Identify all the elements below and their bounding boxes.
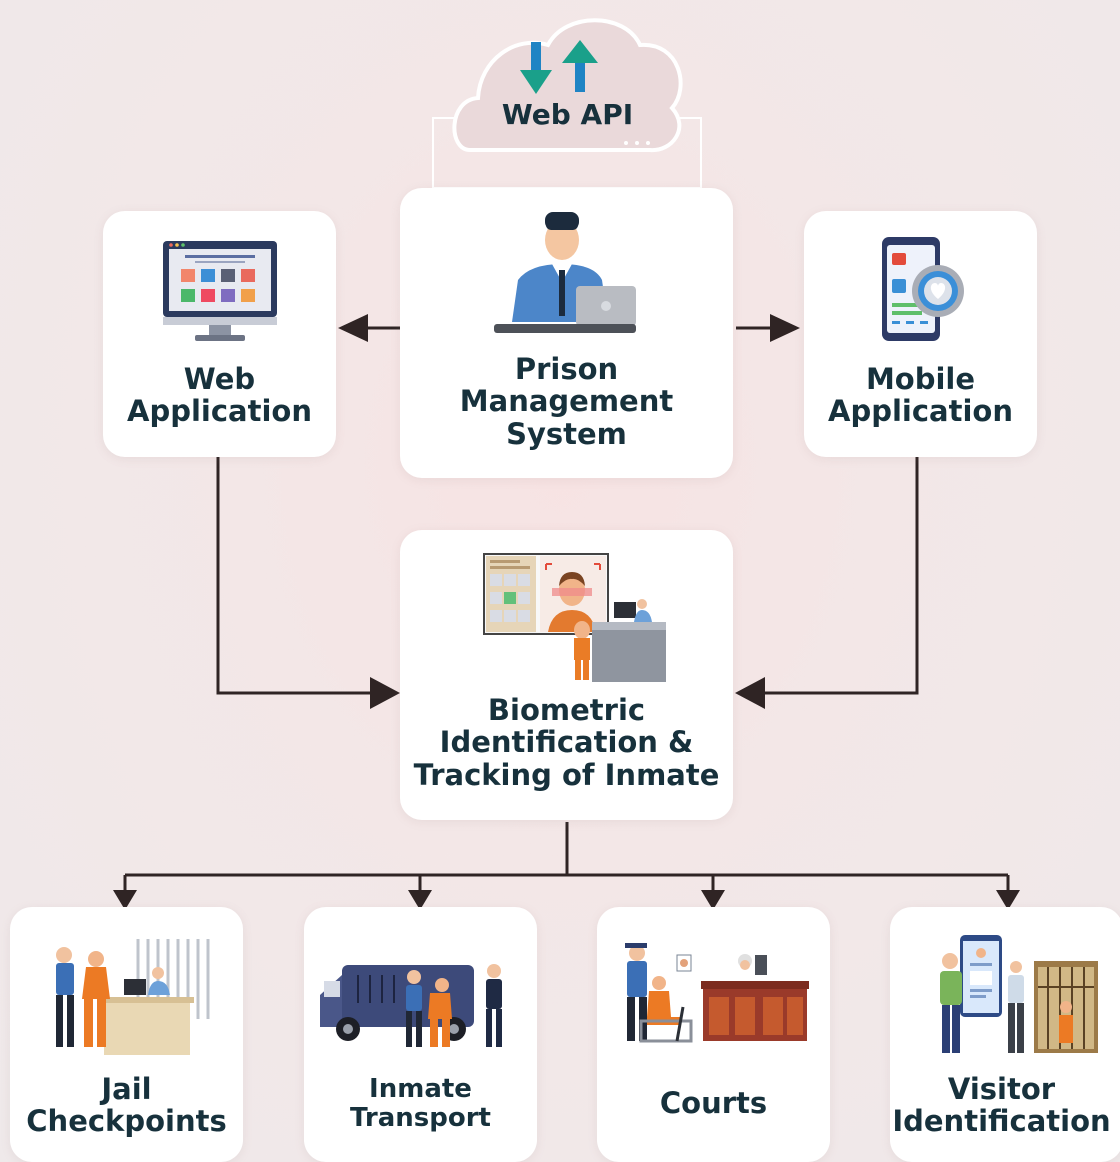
web-app-label-line2: Application xyxy=(127,394,312,429)
mobile-app-label-line1: Mobile xyxy=(865,362,976,396)
connector-biometric-to-destinations xyxy=(113,822,1020,910)
connector-pms-to-mobile xyxy=(736,314,800,342)
connector-web-to-biometric xyxy=(216,457,400,709)
visitor-label: Visitor Identification xyxy=(880,1073,1120,1138)
transport-label: Inmate Transport xyxy=(304,1074,537,1134)
mobile-app-card: Mobile Application xyxy=(804,211,1037,457)
face-scan-icon xyxy=(483,553,666,682)
pms-label-line1: Prison xyxy=(514,352,619,386)
pms-label-line2: Management xyxy=(459,384,674,419)
jail-label: Jail Checkpoints xyxy=(10,1073,243,1138)
inmate-transport-card: Inmate Transport xyxy=(304,907,537,1162)
courts-label-line1: Courts xyxy=(659,1086,768,1120)
pms-label: Prison Management System xyxy=(400,352,733,451)
pms-label-line3: System xyxy=(506,416,627,451)
web-api-label: Web API xyxy=(501,98,634,131)
pms-card: Prison Management System xyxy=(400,188,733,478)
jail-label-line1: Jail xyxy=(101,1072,152,1106)
courts-label: Courts xyxy=(597,1086,830,1120)
mobile-app-label-line2: Application xyxy=(828,394,1013,429)
visitor-label-line2: Identification xyxy=(892,1104,1111,1139)
jail-checkpoints-card: Jail Checkpoints xyxy=(10,907,243,1162)
monitor-icon xyxy=(163,241,277,341)
mobile-app-label: Mobile Application xyxy=(804,363,1037,428)
biometric-label: Biometric Identification & Tracking of I… xyxy=(400,693,733,792)
api-arrows-icon xyxy=(520,40,598,94)
courts-card: Courts xyxy=(597,907,830,1162)
officer-laptop-icon xyxy=(494,212,636,333)
transport-label-line1: Inmate xyxy=(369,1074,472,1104)
transport-label-line2: Transport xyxy=(350,1103,491,1134)
biometric-label-line3: Tracking of Inmate xyxy=(413,757,720,792)
web-app-label: Web Application xyxy=(103,363,336,428)
biometric-label-line1: Biometric xyxy=(487,693,646,727)
web-app-label-line1: Web xyxy=(183,362,256,396)
biometric-label-line2: Identification & xyxy=(439,725,694,760)
connector-mobile-to-biometric xyxy=(735,457,919,709)
visitor-id-icon xyxy=(940,935,1098,1053)
visitor-label-line1: Visitor xyxy=(947,1072,1056,1106)
checkpoint-icon xyxy=(56,939,210,1055)
phone-gear-icon xyxy=(882,237,964,341)
visitor-identification-card: Visitor Identification xyxy=(890,907,1120,1162)
biometric-card: Biometric Identification & Tracking of I… xyxy=(400,530,733,820)
jail-label-line2: Checkpoints xyxy=(26,1104,227,1139)
web-app-card: Web Application xyxy=(103,211,336,457)
courtroom-icon xyxy=(625,943,809,1043)
prison-van-icon xyxy=(320,964,502,1047)
connector-pms-to-web xyxy=(338,314,400,342)
